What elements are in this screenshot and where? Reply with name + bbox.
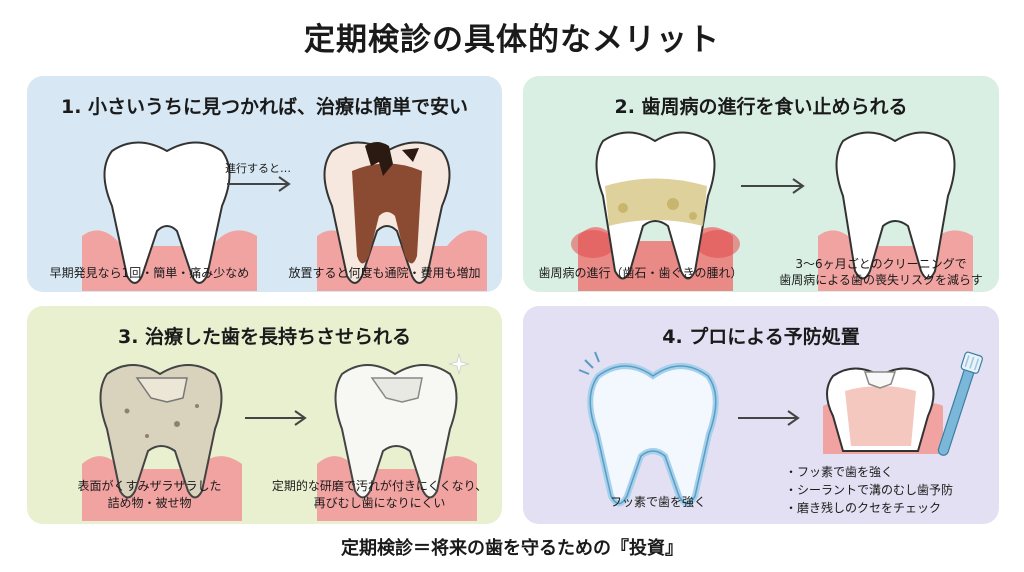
- panel-title: 3. 治療した歯を長持ちさせられる: [117, 326, 412, 348]
- polished-filling-tooth-icon: [334, 353, 470, 499]
- panel-prevention: 4. プロによる予防処置 フッ素で歯を強く ・フッ素で歯を強く ・シーラント: [523, 306, 999, 524]
- arrow-icon: [738, 410, 800, 426]
- panel-1-illustration: [82, 141, 487, 291]
- panel-title: 4. プロによる予防処置: [662, 326, 860, 348]
- panel-title: 2. 歯周病の進行を食い止められる: [614, 96, 908, 118]
- caption-cleaning-2: 歯周病による歯の喪失リスクを減らす: [779, 273, 983, 287]
- panel-periodontal: 2. 歯周病の進行を食い止められる 歯周病の進行（歯石・歯ぐきの腫れ） 3〜6ヶ…: [523, 76, 999, 292]
- arrow-icon: [227, 176, 291, 192]
- toothbrush-icon: [937, 351, 983, 456]
- arrow-icon: [741, 178, 805, 194]
- panel-early-detection: 1. 小さいうちに見つかれば、治療は簡単で安い 進行すると… 早期発見なら1回・…: [27, 76, 502, 292]
- sealant-tooth-icon: [826, 367, 935, 452]
- panel-title: 1. 小さいうちに見つかれば、治療は簡単で安い: [60, 96, 469, 118]
- arrow-label: 進行すると…: [225, 162, 291, 175]
- caption-late: 放置すると何度も通院・費用も増加: [288, 266, 481, 280]
- fluoride-tooth-icon: [578, 351, 719, 507]
- caption-stained-1: 表面がくすみザラザラした: [77, 479, 222, 493]
- arrow-icon: [245, 410, 307, 426]
- caption-stained-2: 詰め物・被せ物: [107, 496, 192, 510]
- stained-filling-tooth-icon: [99, 364, 223, 499]
- caption-cleaning-1: 3〜6ヶ月ごとのクリーニングで: [795, 257, 967, 271]
- caption-polished-2: 再びむし歯になりにくい: [313, 496, 446, 510]
- caption-fluoride: フッ素で歯を強く: [609, 495, 706, 509]
- inflamed-tooth-icon: [595, 131, 716, 280]
- prevention-list-item: ・フッ素で歯を強く: [785, 465, 894, 479]
- healthy-tooth-icon: [103, 141, 231, 284]
- page-title: 定期検診の具体的なメリット: [304, 22, 720, 58]
- clean-tooth-icon: [835, 131, 956, 280]
- decayed-tooth-icon: [323, 141, 451, 284]
- panel-restoration: 3. 治療した歯を長持ちさせられる 表面がくすみザラザラした 詰め物・被せ物 定…: [27, 306, 502, 524]
- footer-summary: 定期検診＝将来の歯を守るための『投資』: [341, 538, 683, 559]
- caption-polished-1: 定期的な研磨で汚れが付きにくくなり、: [271, 479, 488, 493]
- caption-periodontal: 歯周病の進行（歯石・歯ぐきの腫れ）: [538, 266, 743, 280]
- caption-early: 早期発見なら1回・簡単・痛み少なめ: [49, 266, 250, 280]
- prevention-list-item: ・磨き残しのクセをチェック: [785, 501, 942, 515]
- prevention-list-item: ・シーラントで溝のむし歯予防: [785, 483, 954, 497]
- panel-4-illustration: [578, 351, 983, 507]
- panel-2-illustration: [571, 131, 973, 291]
- panel-3-illustration: [82, 353, 477, 521]
